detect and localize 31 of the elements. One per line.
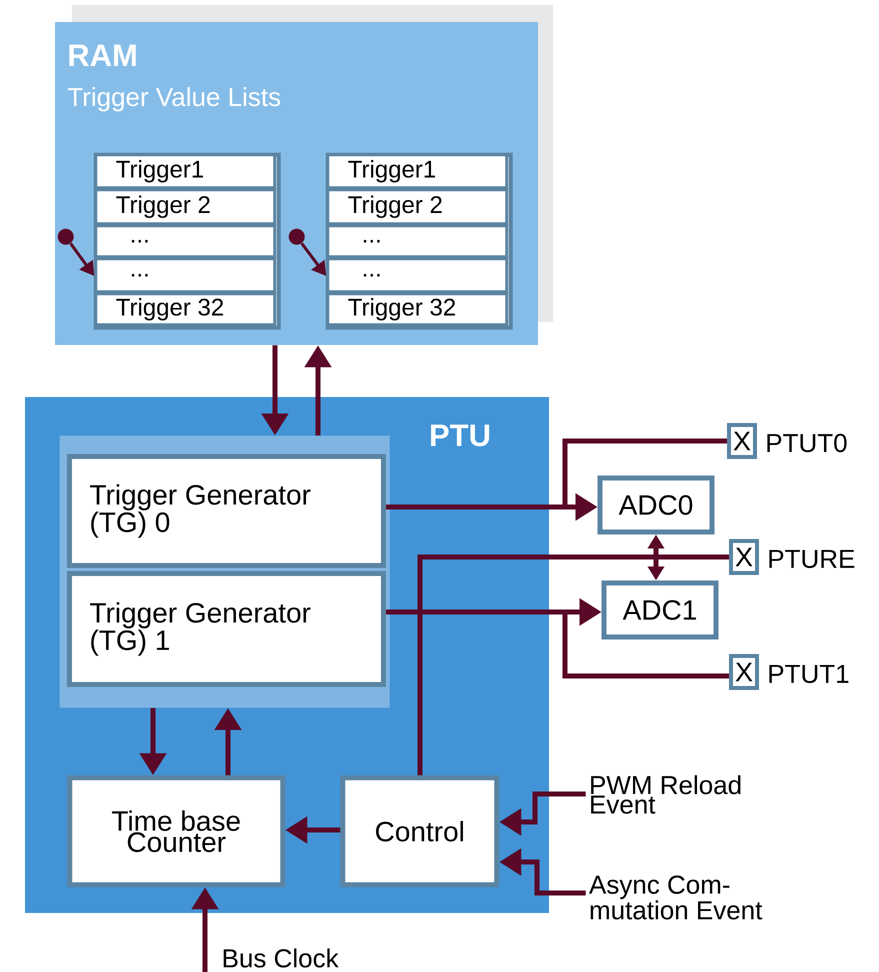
converter-box: ADC1 — [602, 580, 718, 640]
arrow — [562, 598, 729, 678]
pin-box: X — [729, 539, 759, 575]
panel-title: PTU — [431, 424, 490, 446]
generator-box: Trigger Generator (TG) 0 — [66, 454, 386, 568]
list-cell: ... — [94, 257, 276, 294]
pin-label: PTUT1 — [769, 664, 848, 684]
list-cell: Trigger1 — [94, 153, 276, 190]
edge-label: Bus Clock — [220, 947, 340, 969]
event-label: PWM Reload Event — [591, 775, 740, 814]
list-cell: ... — [94, 224, 276, 258]
panel-subtitle: Trigger Value Lists — [68, 87, 280, 112]
list-cell: Trigger 2 — [94, 188, 276, 226]
panel-title: RAM — [69, 44, 136, 66]
pin-box: X — [729, 654, 759, 690]
block-box: Control — [340, 775, 500, 888]
list-cell: Trigger 32 — [326, 292, 508, 326]
list-cell: ... — [326, 224, 508, 258]
pin-label: PTURE — [769, 550, 854, 568]
generator-box: Trigger Generator (TG) 1 — [66, 570, 386, 687]
pin-box: X — [727, 423, 757, 459]
pointer-dot — [288, 228, 305, 245]
list-cell: ... — [326, 257, 508, 294]
list-cell: Trigger 2 — [326, 188, 508, 226]
list-cell: Trigger 32 — [94, 292, 276, 326]
pin-label: PTUT0 — [767, 434, 847, 452]
pointer-dot — [58, 228, 74, 245]
list-cell: Trigger1 — [326, 153, 508, 190]
converter-box: ADC0 — [598, 476, 714, 534]
event-label: Async Com- mutation Event — [589, 876, 762, 920]
block-box: Time base Counter — [67, 775, 286, 888]
